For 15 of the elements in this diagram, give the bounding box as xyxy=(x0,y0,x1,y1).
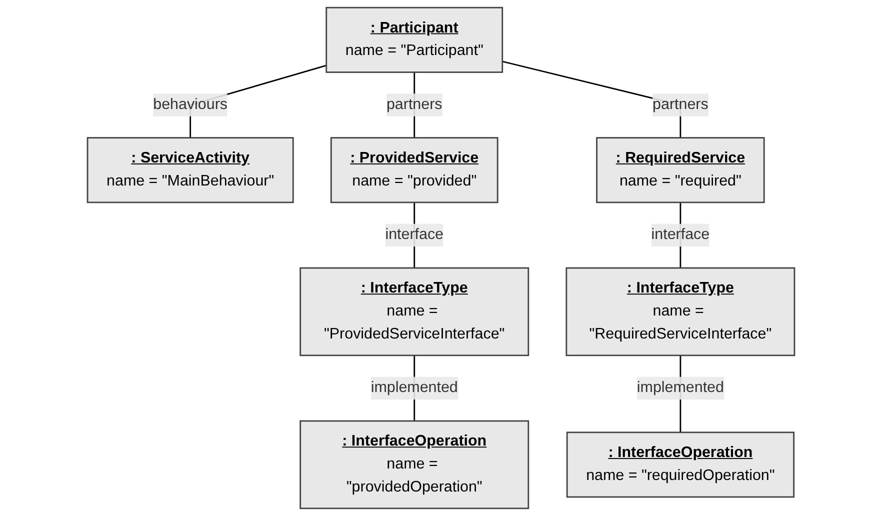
edge-label: interface xyxy=(651,226,710,243)
edge-label: partners xyxy=(386,96,442,113)
node-box: : InterfaceType name = "RequiredServiceInterface" xyxy=(566,267,796,356)
edge-label: interface xyxy=(385,226,444,243)
node-box: : ProvidedService name = "provided" xyxy=(330,137,498,204)
node-box: : InterfaceOperation name = "requiredOperation" xyxy=(566,432,795,498)
edge-label: partners xyxy=(652,96,708,113)
node-box: : RequiredService name = "required" xyxy=(596,137,765,204)
node-box: : Participant name = "Participant" xyxy=(326,6,504,73)
node-box: : InterfaceType name = "ProvidedServiceInterface" xyxy=(300,267,530,356)
edge-label: implemented xyxy=(370,380,458,396)
edge-label: behaviours xyxy=(153,96,228,113)
node-box: : InterfaceOperation name = "providedOperation" xyxy=(300,420,530,510)
edge-label: implemented xyxy=(636,380,724,396)
node-box: : ServiceActivity name = "MainBehaviour" xyxy=(86,137,294,204)
